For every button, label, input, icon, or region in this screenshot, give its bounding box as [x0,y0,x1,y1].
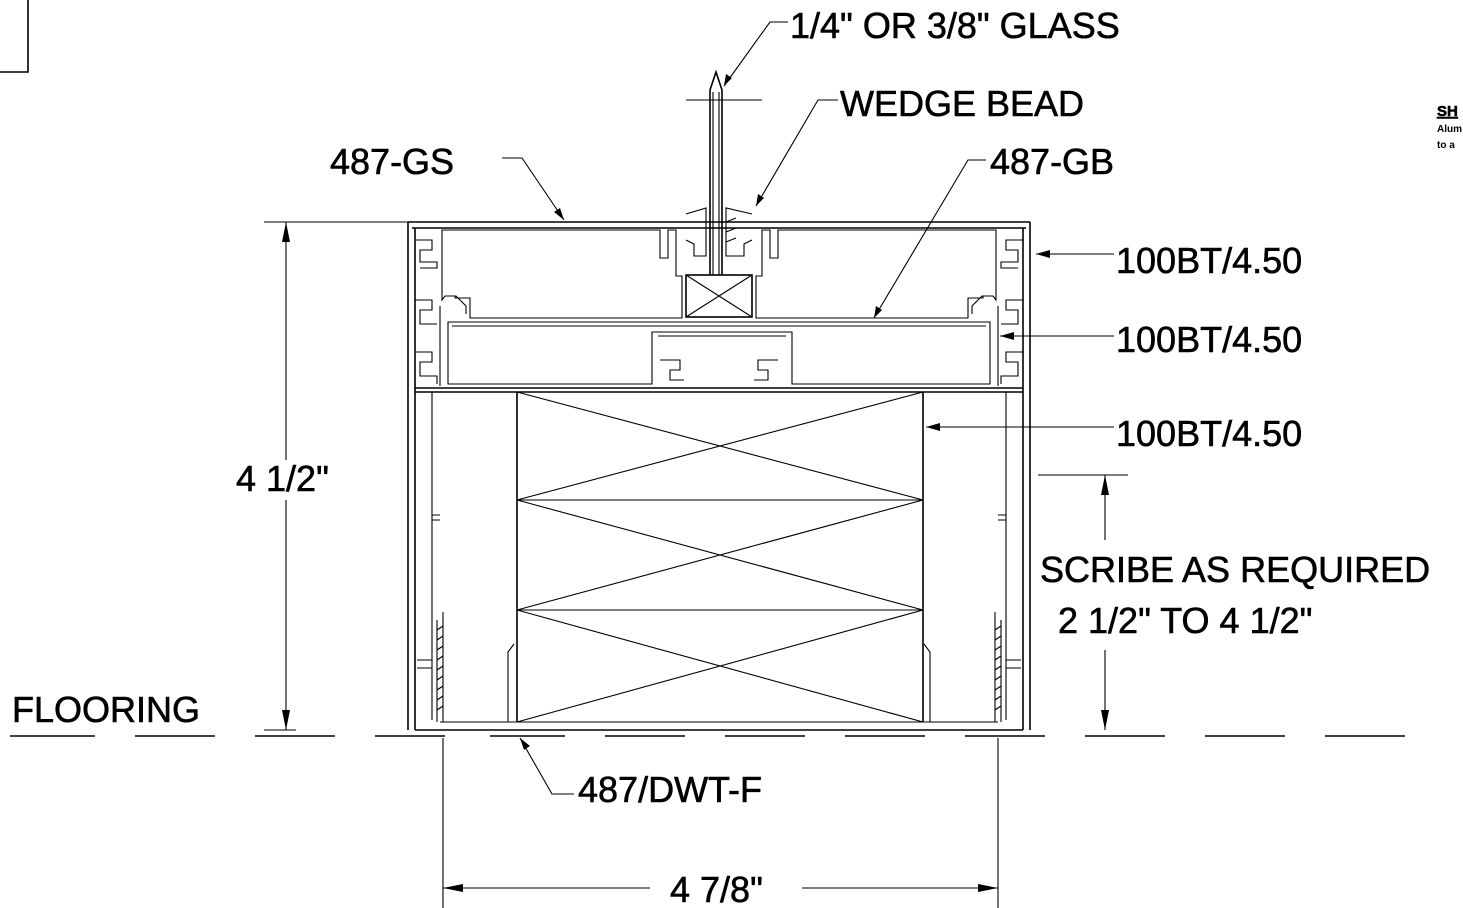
wedge-bead-leader [755,99,838,207]
height-label: 4 1/2" [236,458,329,499]
gs-label: 487-GS [330,141,454,182]
sheet-note-line-1: Alum [1437,124,1462,135]
glass-panel [685,69,762,275]
flooring-label: FLOORING [12,689,200,730]
dwt-label: 487/DWT-F [578,769,762,810]
glass-leader [723,21,788,87]
scribe-label-2: 2 1/2" TO 4 1/2" [1058,600,1312,641]
dwt-leader [519,737,574,795]
gb-label: 487-GB [990,141,1114,182]
width-dimension [442,738,999,908]
wood-blocking [516,391,924,723]
bt2-label: 100BT/4.50 [1116,319,1302,360]
gb-leader [873,159,986,319]
scribe-dimension [1038,474,1128,730]
height-dimension [264,221,408,731]
sheet-note-heading: SH [1437,103,1458,120]
glass-label: 1/4" OR 3/8" GLASS [790,5,1120,46]
title-block-corner [0,0,29,73]
sheet-note-line-2: to a [1437,140,1455,151]
door-frame-section [407,221,1031,731]
gs-leader [502,157,565,221]
bt3-label: 100BT/4.50 [1116,413,1302,454]
setting-block [685,274,753,318]
width-label: 4 7/8" [670,869,763,908]
bt1-label: 100BT/4.50 [1116,240,1302,281]
scribe-label-1: SCRIBE AS REQUIRED [1040,549,1430,590]
wedge-bead-label: WEDGE BEAD [840,83,1084,124]
